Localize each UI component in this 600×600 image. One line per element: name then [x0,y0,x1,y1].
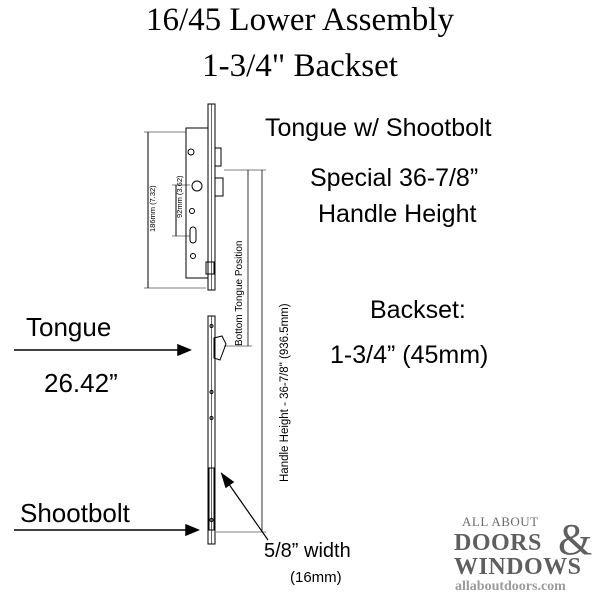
shootbolt [208,467,215,531]
brand-logo: ALL ABOUT DOORS & WINDOWS allaboutdoors.… [452,512,598,598]
logo-all-about: ALL ABOUT [462,514,539,529]
backset-value: 1-3/4” (45mm) [330,341,489,369]
tongue-label: Tongue [26,312,112,342]
width-mm-label: (16mm) [290,569,342,586]
spec-special-height: Special 36-7/8” [310,164,479,192]
spindle-hole [187,148,195,156]
logo-doors: DOORS [454,530,542,556]
gearbox-body [185,127,209,279]
dim-bottom-tongue: Bottom Tongue Position [234,240,245,346]
deadbolt [214,177,224,197]
spec-tongue-shootbolt: Tongue w/ Shootbolt [265,114,492,142]
title-line-2: 1-3/4" Backset [202,48,398,84]
cylinder-cutout [189,226,197,244]
spec-handle-height: Handle Height [318,200,477,228]
dim-gearbox-height: 186mm (7.32) [148,185,157,232]
title-line-1: 16/45 Lower Assembly [146,2,454,38]
dim-backset-small: 92mm (3.62) [175,175,184,218]
logo-ampersand: & [558,515,593,564]
dim-handle-height: Handle Height - 36-7/8" (936.5mm) [279,303,291,482]
tongue-value: 26.42” [44,368,118,398]
width-label: 5/8” width [264,540,351,562]
logo-url: allaboutdoors.com [455,579,566,594]
spindle-hub [191,180,203,192]
backset-label: Backset: [370,296,466,324]
latch [214,147,222,167]
width-arrow [225,479,269,541]
shootbolt-label: Shootbolt [20,498,130,528]
tongue-hook [213,335,227,361]
logo-windows: WINDOWS [454,554,582,580]
